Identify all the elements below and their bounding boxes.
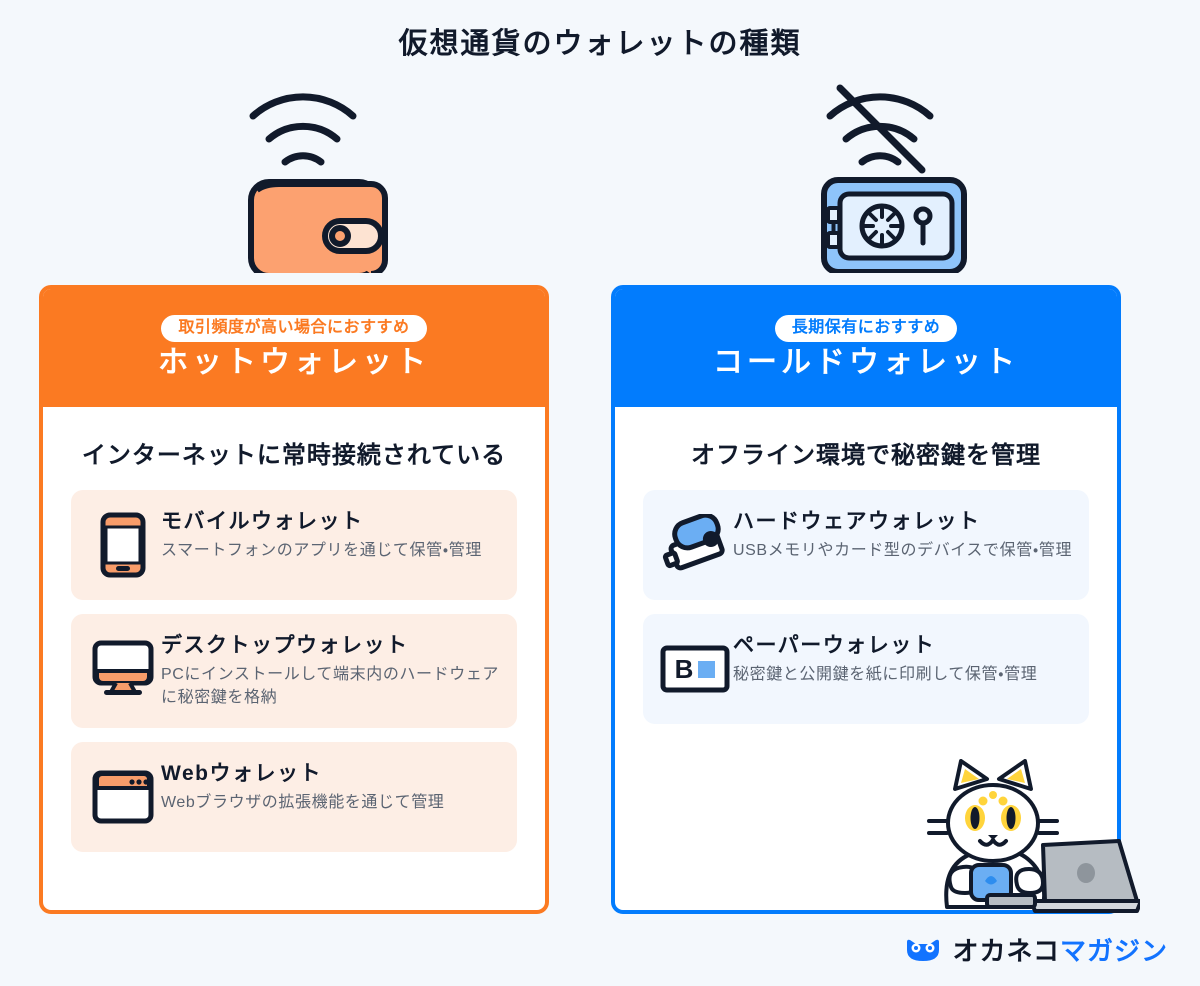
hot-wallet-card-list: モバイルウォレット スマートフォンのアプリを通じて保管・管理 デスクトップウォレ… (43, 490, 545, 852)
list-item-text: ハードウェアウォレット USBメモリやカード型のデバイスで保管・管理 (733, 508, 1072, 562)
brand-name-primary: オカネコ (952, 936, 1060, 966)
brand-logo-text: オカネコマガジン (953, 938, 1169, 964)
wallet-with-wifi-icon (248, 93, 388, 279)
cat-with-laptop-illustration (925, 755, 1143, 915)
brand-logo[interactable]: オカネコマガジン (903, 938, 1169, 964)
brand-name-secondary: マガジン (1059, 936, 1168, 966)
usb-drive-icon (657, 508, 733, 582)
list-item-text: モバイルウォレット スマートフォンのアプリを通じて保管・管理 (161, 508, 482, 562)
list-item-title: ペーパーウォレット (733, 634, 936, 657)
list-item: デスクトップウォレット PCにインストールして端末内のハードウェアに秘密鍵を格納 (71, 614, 517, 728)
hot-wallet-panel-header: 取引頻度が高い場合におすすめ ホットウォレット (43, 289, 545, 407)
cold-wallet-title: コールドウォレット (713, 346, 1019, 380)
list-item: B ペーパーウォレット 秘密鍵と公開鍵を紙に印刷して保管・管理 (643, 614, 1089, 724)
list-item-desc: USBメモリやカード型のデバイスで保管・管理 (733, 542, 1073, 560)
list-item-text: デスクトップウォレット PCにインストールして端末内のハードウェアに秘密鍵を格納 (161, 632, 501, 710)
list-item-desc: 秘密鍵と公開鍵を紙に印刷して保管・管理 (733, 666, 1038, 684)
list-item: ハードウェアウォレット USBメモリやカード型のデバイスで保管・管理 (643, 490, 1089, 600)
svg-text:B: B (675, 654, 694, 684)
paper-bitcoin-icon: B (657, 632, 733, 706)
list-item-title: モバイルウォレット (161, 510, 364, 533)
hot-wallet-hero-illustration (231, 78, 411, 279)
list-item-desc: Webブラウザの拡張機能を通じて管理 (161, 793, 445, 811)
hot-wallet-badge: 取引頻度が高い場合におすすめ (161, 315, 427, 343)
list-item-title: ハードウェアウォレット (733, 510, 981, 533)
page-title: 仮想通貨のウォレットの種類 (398, 28, 802, 60)
cold-wallet-card-list: ハードウェアウォレット USBメモリやカード型のデバイスで保管・管理 B ペーパ… (615, 490, 1117, 724)
list-item: モバイルウォレット スマートフォンのアプリを通じて保管・管理 (71, 490, 517, 600)
safe-with-wifi-off-icon (821, 84, 967, 289)
smartphone-icon (85, 508, 161, 582)
cold-wallet-panel-header: 長期保有におすすめ コールドウォレット (615, 289, 1117, 407)
list-item-desc: PCにインストールして端末内のハードウェアに秘密鍵を格納 (161, 666, 500, 707)
hot-wallet-subtitle: インターネットに常時接続されている (81, 442, 507, 469)
hot-wallet-panel: 取引頻度が高い場合におすすめ ホットウォレット インターネットに常時接続されてい… (39, 285, 549, 914)
list-item-text: ペーパーウォレット 秘密鍵と公開鍵を紙に印刷して保管・管理 (733, 632, 1037, 686)
list-item-text: Webウォレット Webブラウザの拡張機能を通じて管理 (161, 760, 444, 814)
cat-face-logo-icon (906, 939, 939, 961)
desktop-monitor-icon (85, 632, 161, 706)
browser-window-icon (85, 760, 161, 834)
cold-wallet-badge: 長期保有におすすめ (774, 315, 958, 343)
cold-wallet-hero-illustration (800, 78, 990, 289)
cold-wallet-subtitle: オフライン環境で秘密鍵を管理 (691, 442, 1041, 469)
list-item-title: Webウォレット (161, 761, 322, 785)
list-item: Webウォレット Webブラウザの拡張機能を通じて管理 (71, 741, 517, 852)
list-item-desc: スマートフォンのアプリを通じて保管・管理 (161, 542, 482, 560)
list-item-title: デスクトップウォレット (161, 634, 409, 657)
hot-wallet-title: ホットウォレット (158, 346, 430, 380)
